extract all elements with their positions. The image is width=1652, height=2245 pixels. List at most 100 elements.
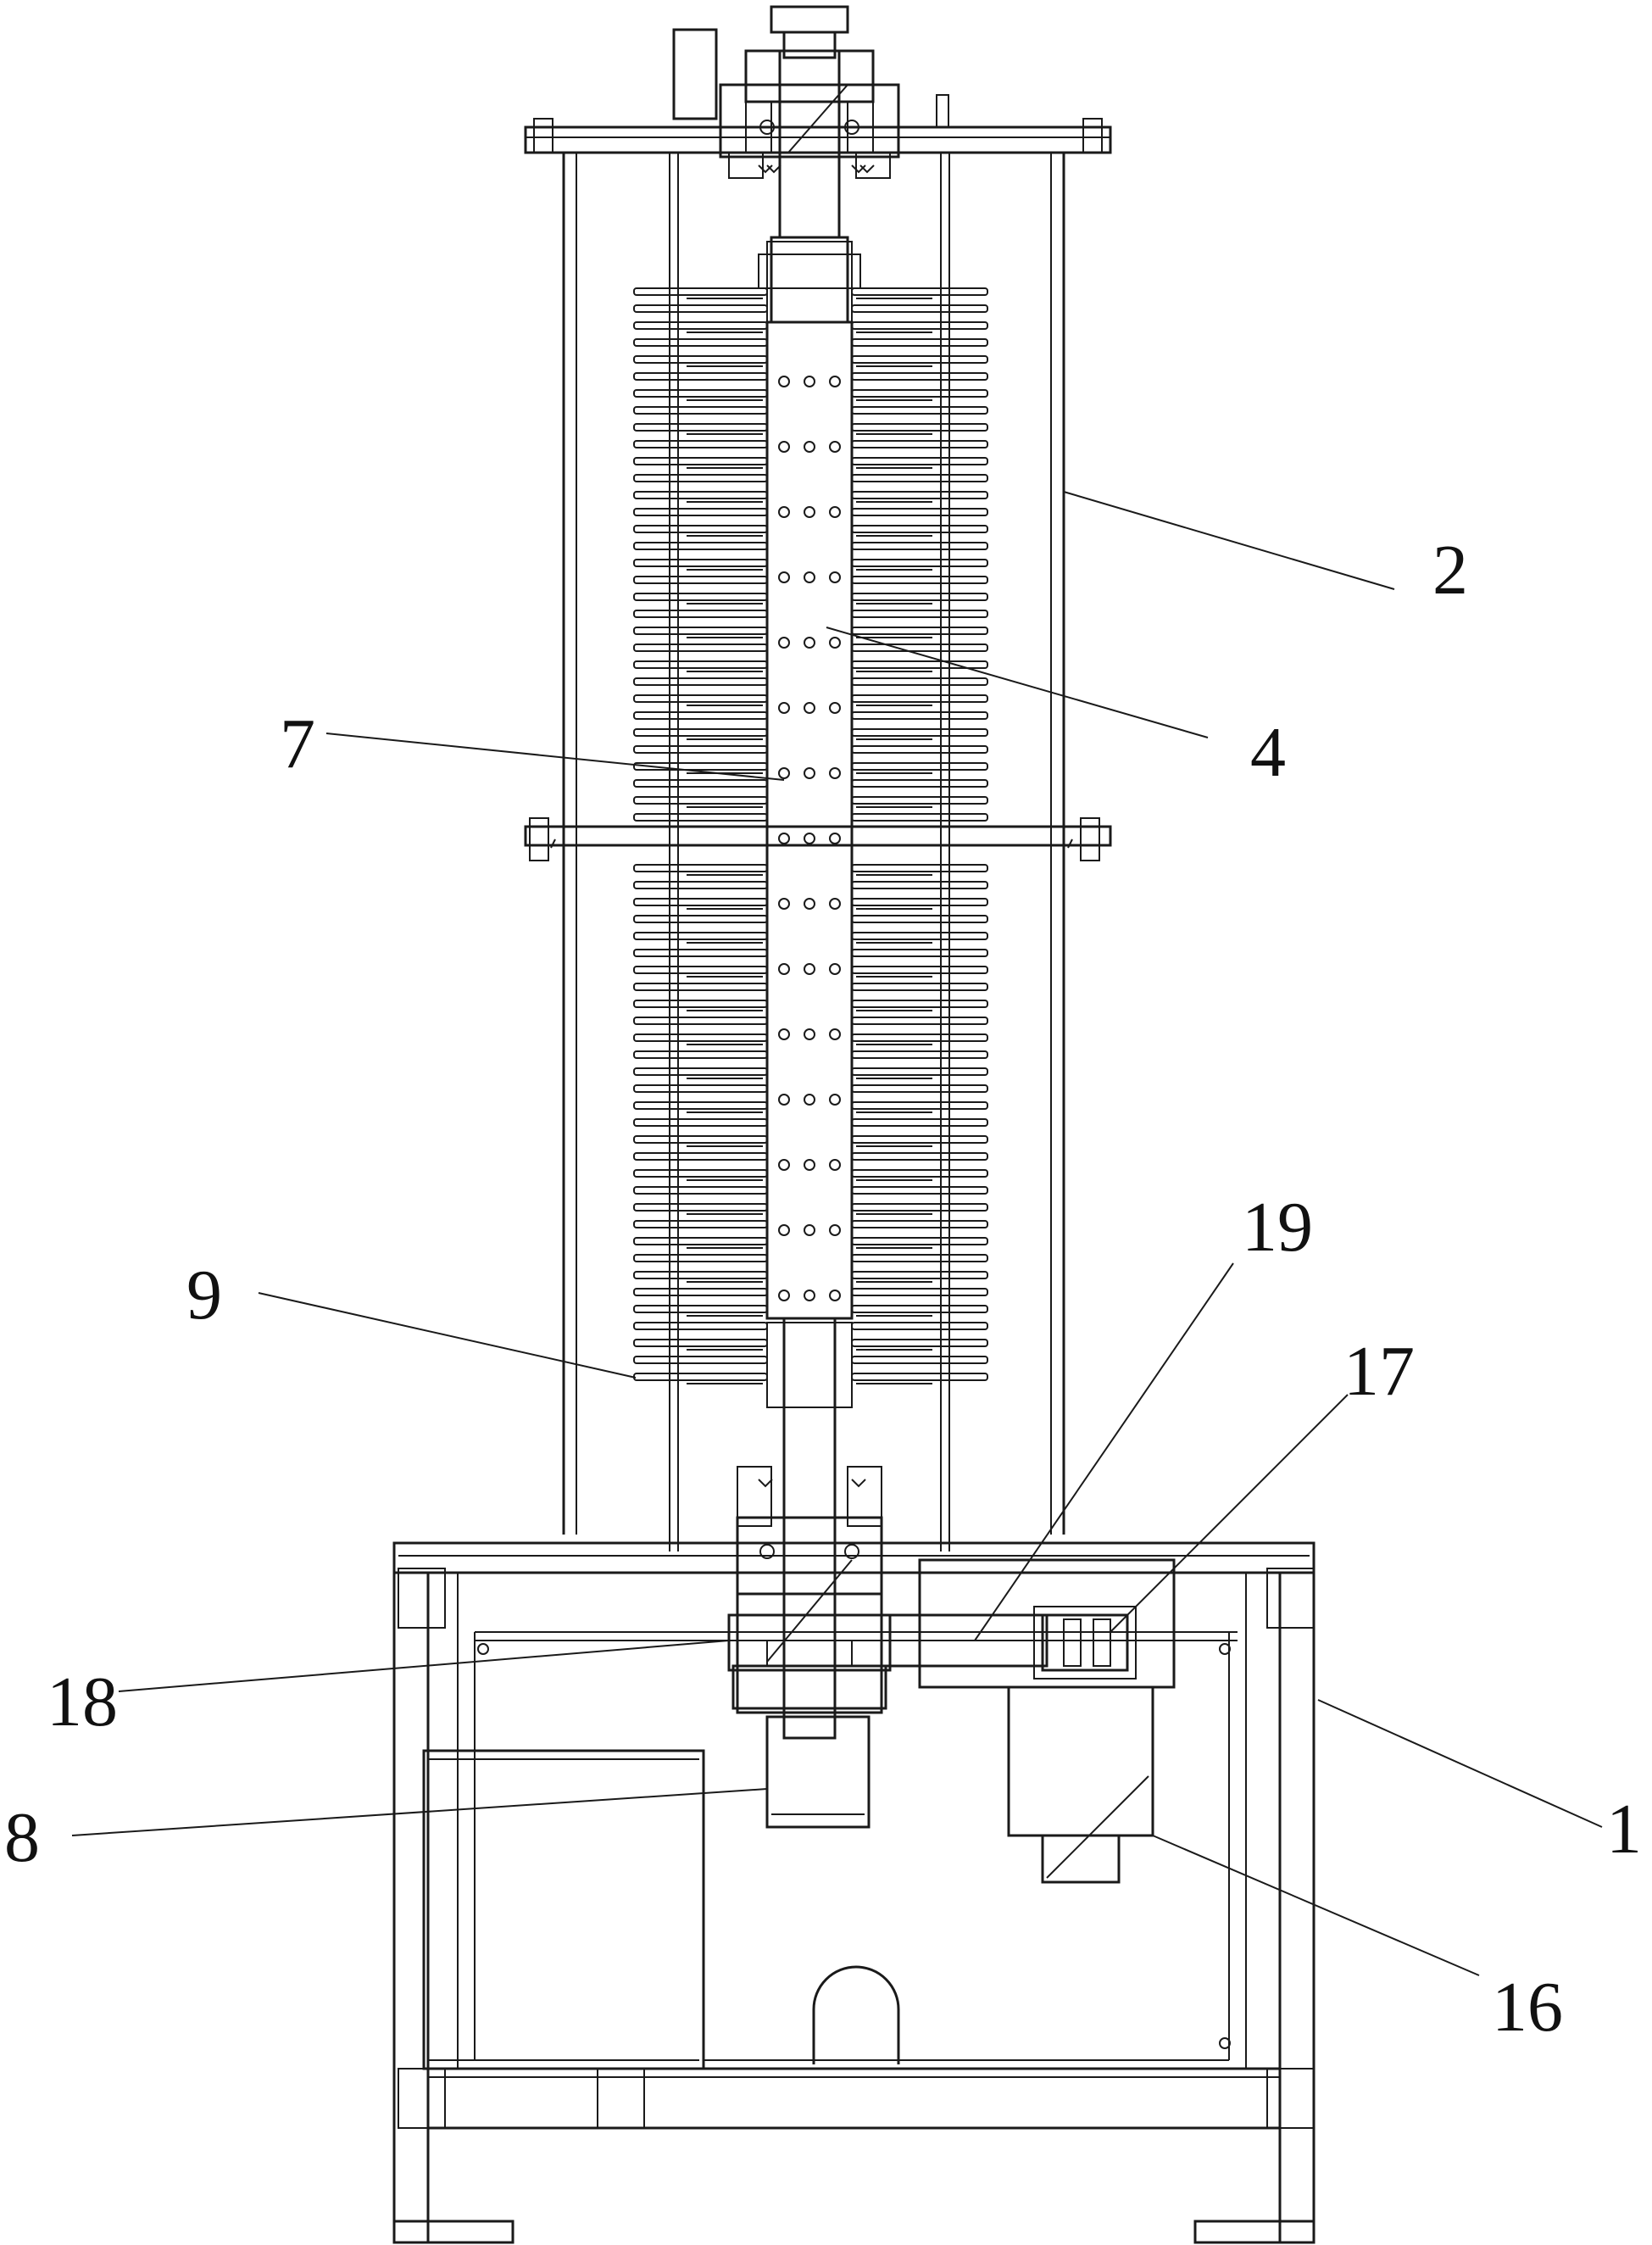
- disc-left: [633, 949, 768, 957]
- disc-left: [633, 643, 768, 652]
- disc-left: [633, 491, 768, 499]
- disc-right: [851, 474, 988, 482]
- callout-17: 17: [1343, 1332, 1415, 1411]
- disc-left: [633, 881, 768, 889]
- callout-2: 2: [1432, 531, 1468, 610]
- disc-right: [851, 1203, 988, 1212]
- disc-left: [633, 711, 768, 720]
- disc-left: [633, 1288, 768, 1296]
- shaft-hole: [804, 702, 815, 714]
- shaft-hole: [804, 1159, 815, 1171]
- disc-right: [851, 949, 988, 957]
- disc-left: [633, 576, 768, 584]
- disc-left: [633, 1101, 768, 1110]
- disc-right: [851, 796, 988, 805]
- shaft-hole: [829, 637, 841, 649]
- disc-left: [633, 542, 768, 550]
- transmission-assembly: [880, 1558, 1176, 1884]
- disc-left: [633, 1186, 768, 1195]
- disc-left: [633, 474, 768, 482]
- disc-left: [633, 1322, 768, 1330]
- disc-left: [633, 966, 768, 974]
- disc-right: [851, 1084, 988, 1093]
- disc-stack: [633, 287, 988, 1384]
- shaft-hole: [778, 1028, 790, 1040]
- disc-right: [851, 881, 988, 889]
- base-frame: [392, 1541, 1315, 2244]
- shaft-hole: [778, 767, 790, 779]
- shaft-hole: [804, 898, 815, 910]
- disc-right: [851, 593, 988, 601]
- shaft-hole: [829, 1224, 841, 1236]
- disc-left: [633, 1152, 768, 1161]
- disc-right: [851, 1271, 988, 1279]
- disc-right: [851, 1067, 988, 1076]
- shaft-hole: [804, 1028, 815, 1040]
- disc-right: [851, 355, 988, 364]
- shaft-hole: [778, 898, 790, 910]
- shaft-hole: [829, 1290, 841, 1301]
- disc-right: [851, 898, 988, 906]
- disc-right: [851, 491, 988, 499]
- disc-left: [633, 593, 768, 601]
- disc-right: [851, 406, 988, 415]
- shaft-hole: [804, 441, 815, 453]
- disc-right: [851, 1101, 988, 1110]
- shaft-hole: [829, 1094, 841, 1106]
- shaft-hole: [829, 767, 841, 779]
- disc-right: [851, 677, 988, 686]
- disc-left: [633, 1033, 768, 1042]
- shaft-hole: [778, 1290, 790, 1301]
- shaft-hole: [829, 702, 841, 714]
- disc-right: [851, 1305, 988, 1313]
- disc-left: [633, 762, 768, 771]
- shaft-hole: [829, 833, 841, 844]
- top-drive-assembly: [672, 5, 900, 239]
- disc-left: [633, 457, 768, 465]
- disc-right: [851, 983, 988, 991]
- disc-right: [851, 1220, 988, 1228]
- disc-left: [633, 1135, 768, 1144]
- shaft-hole: [778, 376, 790, 387]
- disc-right: [851, 660, 988, 669]
- disc-right: [851, 321, 988, 330]
- disc-right: [851, 440, 988, 448]
- disc-right: [851, 1339, 988, 1347]
- disc-right: [851, 525, 988, 533]
- disc-left: [633, 287, 768, 296]
- shaft-hole: [778, 506, 790, 518]
- shaft-hole: [778, 1224, 790, 1236]
- disc-right: [851, 1356, 988, 1364]
- disc-right: [851, 610, 988, 618]
- callout-labels: 2 4 7 9 19 17 18 8 1 16: [4, 531, 1642, 2047]
- disc-right: [851, 711, 988, 720]
- disc-left: [633, 1067, 768, 1076]
- shaft-hole: [829, 571, 841, 583]
- shaft-hole: [804, 376, 815, 387]
- disc-left: [633, 677, 768, 686]
- disc-left: [633, 1169, 768, 1178]
- disc-left: [633, 932, 768, 940]
- shaft-hole: [829, 376, 841, 387]
- disc-left: [633, 355, 768, 364]
- disc-right: [851, 508, 988, 516]
- disc-right: [851, 1152, 988, 1161]
- shaft-hole: [804, 963, 815, 975]
- outer-cylinder: [524, 153, 1112, 1551]
- callout-18: 18: [47, 1663, 118, 1741]
- disc-right: [851, 745, 988, 754]
- disc-right: [851, 372, 988, 381]
- shaft-hole: [804, 833, 815, 844]
- shaft-hole: [778, 702, 790, 714]
- shaft-hole: [804, 637, 815, 649]
- callout-4: 4: [1250, 713, 1286, 792]
- disc-left: [633, 915, 768, 923]
- disc-right: [851, 457, 988, 465]
- disc-left: [633, 304, 768, 313]
- disc-left: [633, 660, 768, 669]
- shaft-hole: [829, 441, 841, 453]
- disc-right: [851, 779, 988, 788]
- disc-left: [633, 779, 768, 788]
- disc-right: [851, 1169, 988, 1178]
